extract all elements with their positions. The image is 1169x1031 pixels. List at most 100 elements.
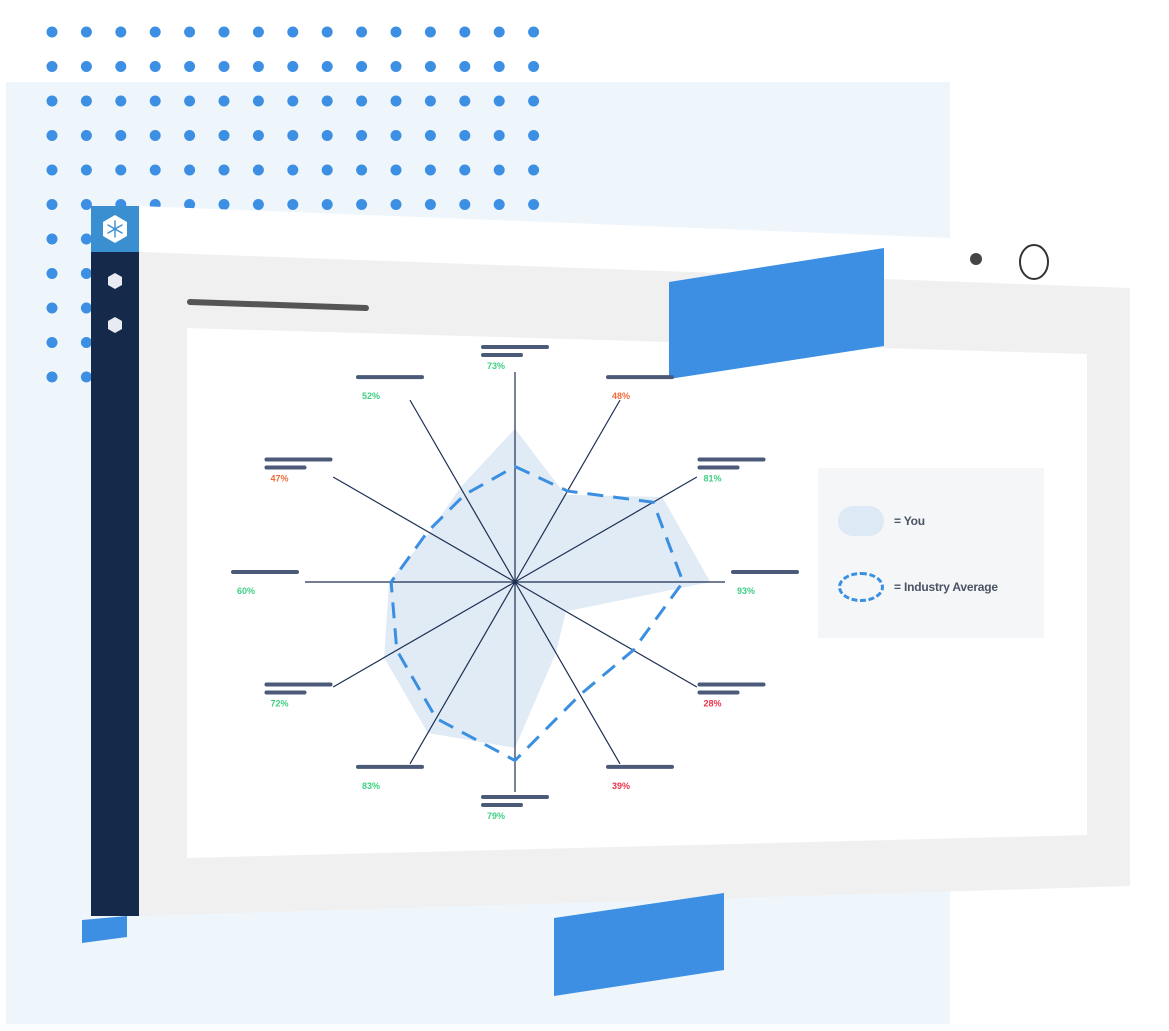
dot [459, 164, 471, 176]
dot [424, 95, 436, 107]
series-you-area [384, 428, 711, 748]
dot [459, 199, 471, 210]
dot [424, 199, 436, 210]
dot [390, 95, 402, 107]
dot [287, 26, 299, 38]
spoke [514, 581, 621, 765]
accent-banner-top [669, 248, 884, 379]
dot [459, 95, 471, 107]
dot [184, 199, 196, 210]
dot [115, 61, 127, 72]
dot [321, 95, 333, 107]
spoke [332, 476, 516, 583]
dot [356, 130, 368, 141]
dot [80, 199, 92, 210]
window-titlebar [139, 206, 950, 290]
snowflake-hexagon-icon [103, 215, 127, 243]
dot [528, 199, 540, 210]
accent-banner-bottom [554, 893, 724, 996]
data-label: 28% [704, 699, 722, 709]
dot [46, 302, 58, 314]
dot [356, 26, 368, 38]
dot [218, 95, 230, 107]
dot [356, 199, 368, 210]
dot [218, 26, 230, 38]
dot [115, 26, 127, 38]
legend-label-average: = Industry Average [894, 580, 998, 594]
dot [390, 26, 402, 38]
data-label: 93% [737, 586, 755, 596]
dot [46, 61, 58, 72]
dot [424, 26, 436, 38]
dot [252, 95, 264, 107]
data-label: 81% [704, 474, 722, 484]
dot [184, 130, 196, 141]
dot [149, 95, 161, 107]
dot [493, 130, 505, 141]
dot [149, 61, 161, 72]
dot [356, 95, 368, 107]
dot-icon[interactable] [970, 253, 982, 265]
dot [321, 61, 333, 72]
dot [46, 268, 58, 279]
dot [80, 371, 92, 383]
dot [459, 26, 471, 38]
dot [424, 164, 436, 176]
data-label: 48% [612, 391, 630, 401]
dot [46, 130, 58, 141]
dot [149, 164, 161, 176]
dot [528, 130, 540, 141]
hexagon-icon[interactable] [107, 272, 123, 290]
data-label: 73% [487, 361, 505, 371]
dot [321, 164, 333, 176]
dot [493, 95, 505, 107]
dot [80, 130, 92, 141]
page-title-placeholder [187, 299, 369, 311]
dot [424, 61, 436, 72]
data-label: 60% [237, 586, 255, 596]
dot [218, 130, 230, 141]
dot [390, 164, 402, 176]
dot [184, 164, 196, 176]
dot [528, 164, 540, 176]
dot [321, 130, 333, 141]
dot [218, 61, 230, 72]
dot [184, 95, 196, 107]
dot [218, 164, 230, 176]
legend-item-average: = Industry Average [838, 572, 998, 602]
dot [80, 268, 92, 279]
legend-item-you: = You [838, 506, 925, 536]
dot [46, 233, 58, 245]
chart-legend: = You = Industry Average [818, 468, 1044, 638]
dot [321, 199, 333, 210]
dot [80, 61, 92, 72]
sidebar-logo[interactable] [91, 206, 139, 252]
spoke [514, 476, 698, 583]
dot [115, 130, 127, 141]
spoke [332, 581, 516, 688]
dot [252, 164, 264, 176]
dot [46, 371, 58, 383]
circle-icon[interactable] [1019, 244, 1049, 280]
sidebar [91, 206, 139, 916]
dot [46, 26, 58, 38]
data-label: 39% [612, 781, 630, 791]
dot [390, 199, 402, 210]
dot [252, 130, 264, 141]
dot [46, 199, 58, 210]
hexagon-icon[interactable] [107, 316, 123, 334]
spoke [514, 581, 698, 688]
dot [252, 61, 264, 72]
dot [287, 95, 299, 107]
data-label: 72% [270, 699, 288, 709]
spoke [409, 581, 516, 765]
dot [80, 95, 92, 107]
dot [528, 95, 540, 107]
dot [115, 164, 127, 176]
data-label: 79% [487, 811, 505, 821]
dot [46, 95, 58, 107]
dot [80, 233, 92, 245]
dot [252, 26, 264, 38]
dot [287, 61, 299, 72]
legend-label-you: = You [894, 514, 925, 528]
